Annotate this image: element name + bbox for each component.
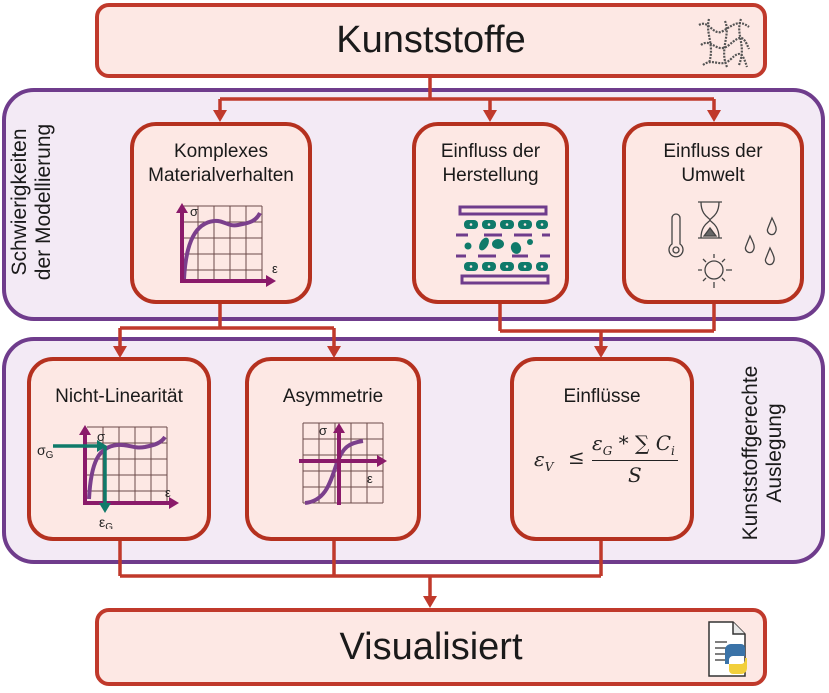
title-line-2: Materialverhalten [148,165,294,186]
hourglass-icon [698,201,722,239]
formula-numerator: εG * ∑ Ci [592,431,675,458]
axis-x-label: ε [272,261,278,276]
environment-icons [668,201,777,288]
label-line-1: Kunststoffgerechte [739,365,762,541]
plastic-design-label: Kunststoffgerechte Auslegung [739,353,787,553]
card-title: Komplexes Materialverhalten [134,140,308,188]
formula-denominator: S [628,463,642,487]
limit-strain-label: εG [99,514,113,529]
card-title: Nicht-Linearität [55,386,183,407]
title-line-2: Umwelt [681,165,745,186]
card-environment-influence: Einfluss der Umwelt [622,122,804,304]
axis-y-label: σ [97,429,105,444]
card-non-linearity: Nicht-Linearität σ ε σG εG [27,357,211,541]
title-line-2: Herstellung [442,165,539,186]
asymmetry-chart-icon: σ ε [299,422,387,505]
visualisiert-box: Visualisiert [95,608,767,686]
formula-lhs: εV [534,447,554,474]
fiber-layer-structure-icon [456,205,550,285]
card-manufacturing-influence: Einfluss der Herstellung [412,122,569,304]
limit-stress-label: σG [37,442,54,461]
card-asymmetry: Asymmetrie σ ε [245,357,421,541]
axis-y-label: σ [319,423,327,438]
water-drops-icon [744,216,777,266]
thermometer-icon [668,213,684,258]
visualisiert-title: Visualisiert [339,625,523,668]
label-line-1: Schwierigkeiten [8,128,31,276]
kunststoffe-title: Kunststoffe [336,19,526,61]
card-complex-material-behavior: Komplexes Materialverhalten σ ε [130,122,312,304]
non-linearity-chart-icon: σ ε σG εG [37,425,179,529]
title-line-1: Einfluss der [440,141,541,162]
label-line-2: Auslegung [763,403,786,503]
card-title: Asymmetrie [282,386,384,407]
polymer-chains-icon [698,18,751,68]
sun-icon [698,254,732,288]
modeling-difficulties-label: Schwierigkeiten der Modellierung [8,102,56,302]
card-title: Einflüsse [563,386,641,407]
card-title: Einfluss der Umwelt [626,140,800,188]
axis-y-label: σ [190,204,198,219]
fraction-bar [592,460,678,461]
kunststoffe-box: Kunststoffe [95,3,767,78]
label-line-2: der Modellierung [32,123,55,281]
card-title: Einfluss der Herstellung [416,140,565,188]
title-line-1: Einfluss der [663,141,763,162]
stress-strain-chart-icon: σ ε [176,203,278,287]
design-formula: εV ≤ εG * ∑ Ci S [534,431,684,491]
axis-x-label: ε [165,485,171,500]
axis-x-label: ε [367,471,373,486]
python-file-icon [708,621,747,677]
title-line-1: Komplexes [174,141,268,162]
card-influences: Einflüsse εV ≤ εG * ∑ Ci S [510,357,694,541]
formula-relation: ≤ [568,445,585,469]
curve [182,212,262,280]
